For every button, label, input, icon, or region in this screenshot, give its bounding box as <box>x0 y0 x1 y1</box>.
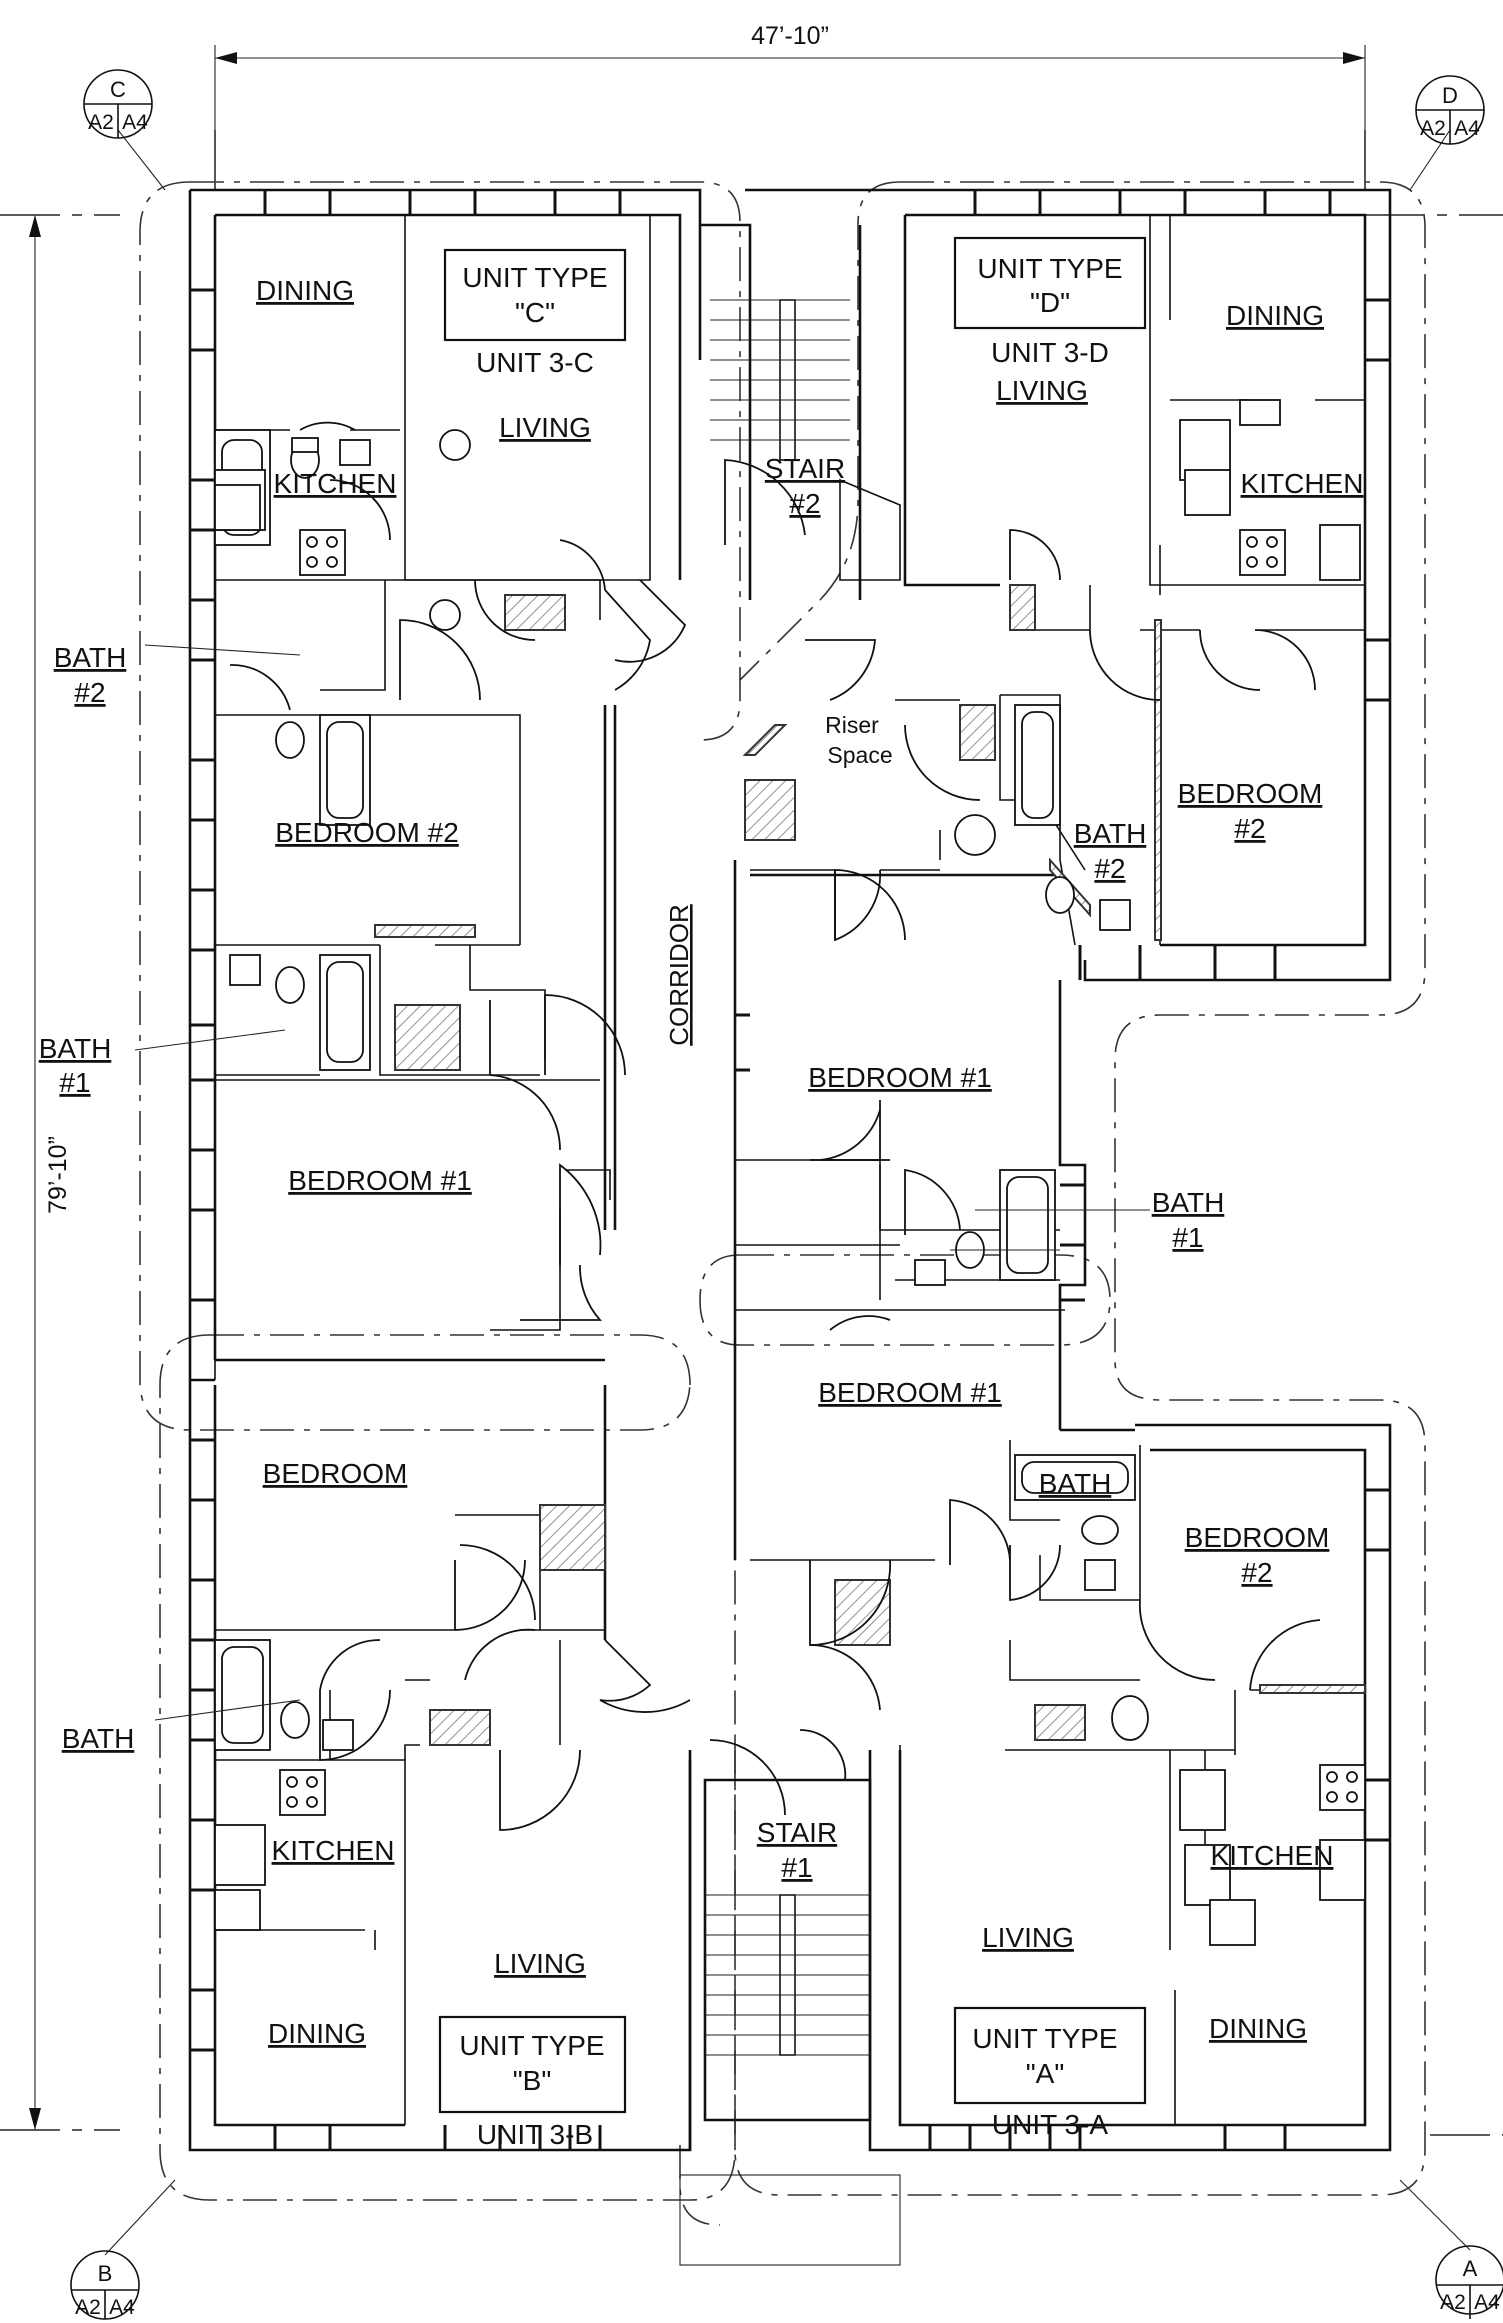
section-marker-a: A A2 A4 <box>1399 2179 1503 2319</box>
windows <box>190 190 1390 2150</box>
doors <box>229 421 1321 1831</box>
unit-a-bath-label: BATH <box>1039 1468 1112 1499</box>
unit-d-type-box <box>953 236 1147 330</box>
stair1-label-line1: STAIR <box>757 1817 837 1848</box>
svg-text:D: D <box>1442 83 1458 108</box>
unit-d-dining-label: DINING <box>1226 300 1324 331</box>
unit-c-kitchen-label: KITCHEN <box>274 468 397 499</box>
unit-d-bath2-label-line2: #2 <box>1094 853 1125 884</box>
unit-b-type-line1: UNIT TYPE <box>459 2030 604 2061</box>
corridor-label: CORRIDOR <box>664 904 694 1046</box>
unit-a-bedroom1-label: BEDROOM #1 <box>818 1377 1002 1408</box>
unit-c-bath1-label-line2: #1 <box>59 1067 90 1098</box>
stair-treads <box>705 299 901 2056</box>
unit-b-bedroom-label: BEDROOM <box>263 1458 408 1489</box>
unit-d-type-line2: "D" <box>1030 287 1070 318</box>
dimension-left: 79’-10” <box>0 214 72 2131</box>
unit-c-type-line1: UNIT TYPE <box>462 262 607 293</box>
unit-d-kitchen-label: KITCHEN <box>1241 468 1364 499</box>
unit-a-bedroom2-label-line2: #2 <box>1241 1557 1272 1588</box>
svg-text:A4: A4 <box>1454 117 1480 140</box>
unit-c-bath1-label-line1: BATH <box>39 1033 112 1064</box>
width-dimension-label: 47’-10” <box>751 22 829 50</box>
zone-outlines <box>0 130 1503 2266</box>
riser-space-label-line2: Space <box>827 742 892 768</box>
stair2-label-line1: STAIR <box>765 453 845 484</box>
unit-c-bedroom2-label: BEDROOM #2 <box>275 817 459 848</box>
unit-c-bath2-label-line1: BATH <box>54 642 127 673</box>
unit-b-type-box <box>438 2015 627 2114</box>
stair2-label-line2: #2 <box>789 488 820 519</box>
svg-text:A2: A2 <box>88 111 114 134</box>
unit-b-living-label: LIVING <box>494 1948 586 1979</box>
unit-d-bedroom1-label: BEDROOM #1 <box>808 1062 992 1093</box>
leader-lines <box>134 644 1150 1721</box>
exterior-walls <box>188 188 1392 2152</box>
section-marker-d: D A2 A4 <box>1409 75 1485 191</box>
stair1-label-line2: #1 <box>781 1852 812 1883</box>
riser-space-label-line1: Riser <box>825 712 879 738</box>
section-marker-b: B A2 A4 <box>70 2179 176 2320</box>
unit-c-name: UNIT 3-C <box>476 347 594 378</box>
svg-text:A: A <box>1463 2256 1478 2281</box>
svg-text:A2: A2 <box>1440 2291 1466 2314</box>
unit-c-living-label: LIVING <box>499 412 591 443</box>
unit-d-bath1-label-line1: BATH <box>1152 1187 1225 1218</box>
unit-d-bedroom2-label-line1: BEDROOM <box>1178 778 1323 809</box>
fixtures <box>214 399 1366 1946</box>
svg-text:B: B <box>98 2261 113 2286</box>
hatched-chases <box>374 584 1366 1746</box>
unit-a-bedroom2-label-line1: BEDROOM <box>1185 1522 1330 1553</box>
unit-b-dining-label: DINING <box>268 2018 366 2049</box>
unit-a-kitchen-label: KITCHEN <box>1211 1840 1334 1871</box>
unit-d-name: UNIT 3-D <box>991 337 1109 368</box>
unit-c-bedroom1-label: BEDROOM #1 <box>288 1165 472 1196</box>
svg-text:A4: A4 <box>109 2296 135 2319</box>
unit-d-bath2-label-line1: BATH <box>1074 818 1147 849</box>
unit-d-living-label: LIVING <box>996 375 1088 406</box>
unit-d-bedroom2-label-line2: #2 <box>1234 813 1265 844</box>
unit-d-type-line1: UNIT TYPE <box>977 253 1122 284</box>
unit-c-type-line2: "C" <box>515 297 555 328</box>
unit-c-type-box <box>443 248 627 342</box>
unit-a-dining-label: DINING <box>1209 2013 1307 2044</box>
section-marker-c: C A2 A4 <box>83 69 166 191</box>
unit-c-bath2-label-line2: #2 <box>74 677 105 708</box>
svg-text:A4: A4 <box>1474 2291 1500 2314</box>
svg-text:C: C <box>110 77 126 102</box>
unit-b-bath-label: BATH <box>62 1723 135 1754</box>
unit-a-type-box <box>953 2006 1147 2105</box>
unit-c-dining-label: DINING <box>256 275 354 306</box>
svg-text:A2: A2 <box>75 2296 101 2319</box>
unit-d-bath1-label-line2: #1 <box>1172 1222 1203 1253</box>
unit-b-kitchen-label: KITCHEN <box>272 1835 395 1866</box>
unit-a-type-line2: "A" <box>1026 2058 1065 2089</box>
dimension-top: 47’-10” <box>214 22 1366 175</box>
unit-b-type-line2: "B" <box>513 2065 552 2096</box>
unit-a-living-label: LIVING <box>982 1922 1074 1953</box>
svg-text:A2: A2 <box>1420 117 1446 140</box>
unit-a-name: UNIT 3-A <box>992 2109 1108 2140</box>
unit-a-type-line1: UNIT TYPE <box>972 2023 1117 2054</box>
height-dimension-label: 79’-10” <box>44 1136 72 1214</box>
svg-text:A4: A4 <box>122 111 148 134</box>
unit-b-name: UNIT 3-B <box>477 2119 593 2150</box>
